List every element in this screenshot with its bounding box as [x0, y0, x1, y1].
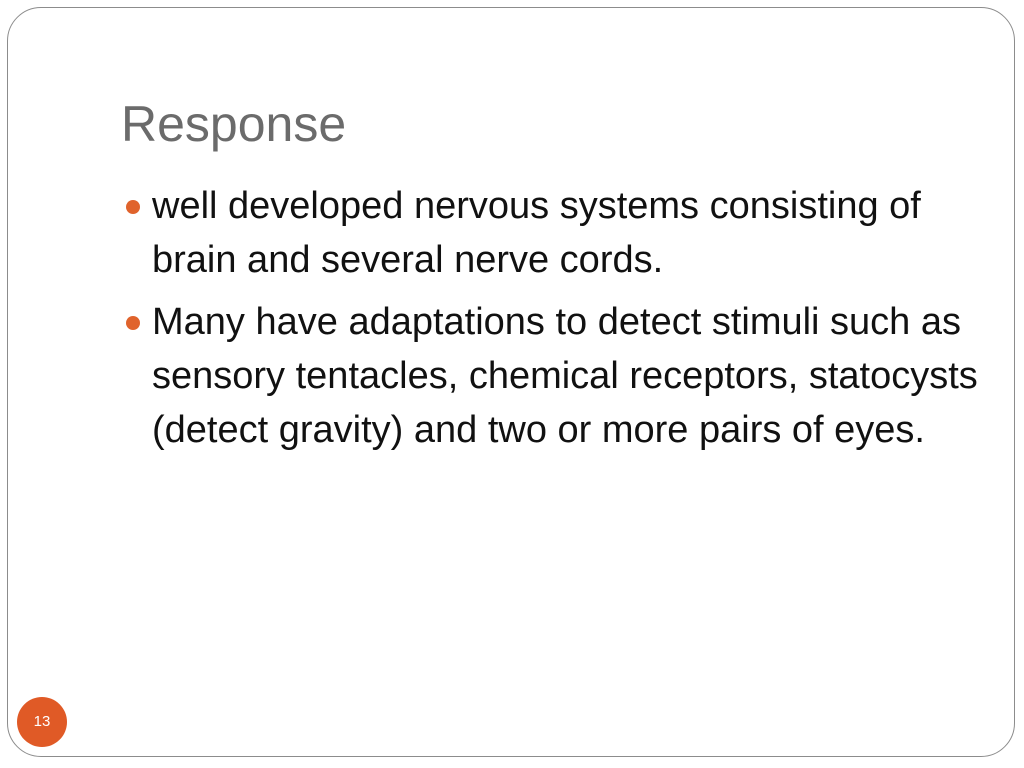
bullet-dot-icon: [126, 200, 140, 214]
bullet-dot-icon: [126, 316, 140, 330]
bullet-item: well developed nervous systems consistin…: [126, 179, 982, 287]
bullet-item: Many have adaptations to detect stimuli …: [126, 295, 982, 457]
bullet-text: well developed nervous systems consistin…: [152, 185, 921, 281]
page-number-badge: 13: [17, 697, 67, 747]
slide-title: Response: [121, 96, 347, 152]
bullet-text: Many have adaptations to detect stimuli …: [152, 301, 978, 451]
slide-frame: Response well developed nervous systems …: [7, 7, 1015, 757]
bullet-list: well developed nervous systems consistin…: [126, 179, 982, 465]
